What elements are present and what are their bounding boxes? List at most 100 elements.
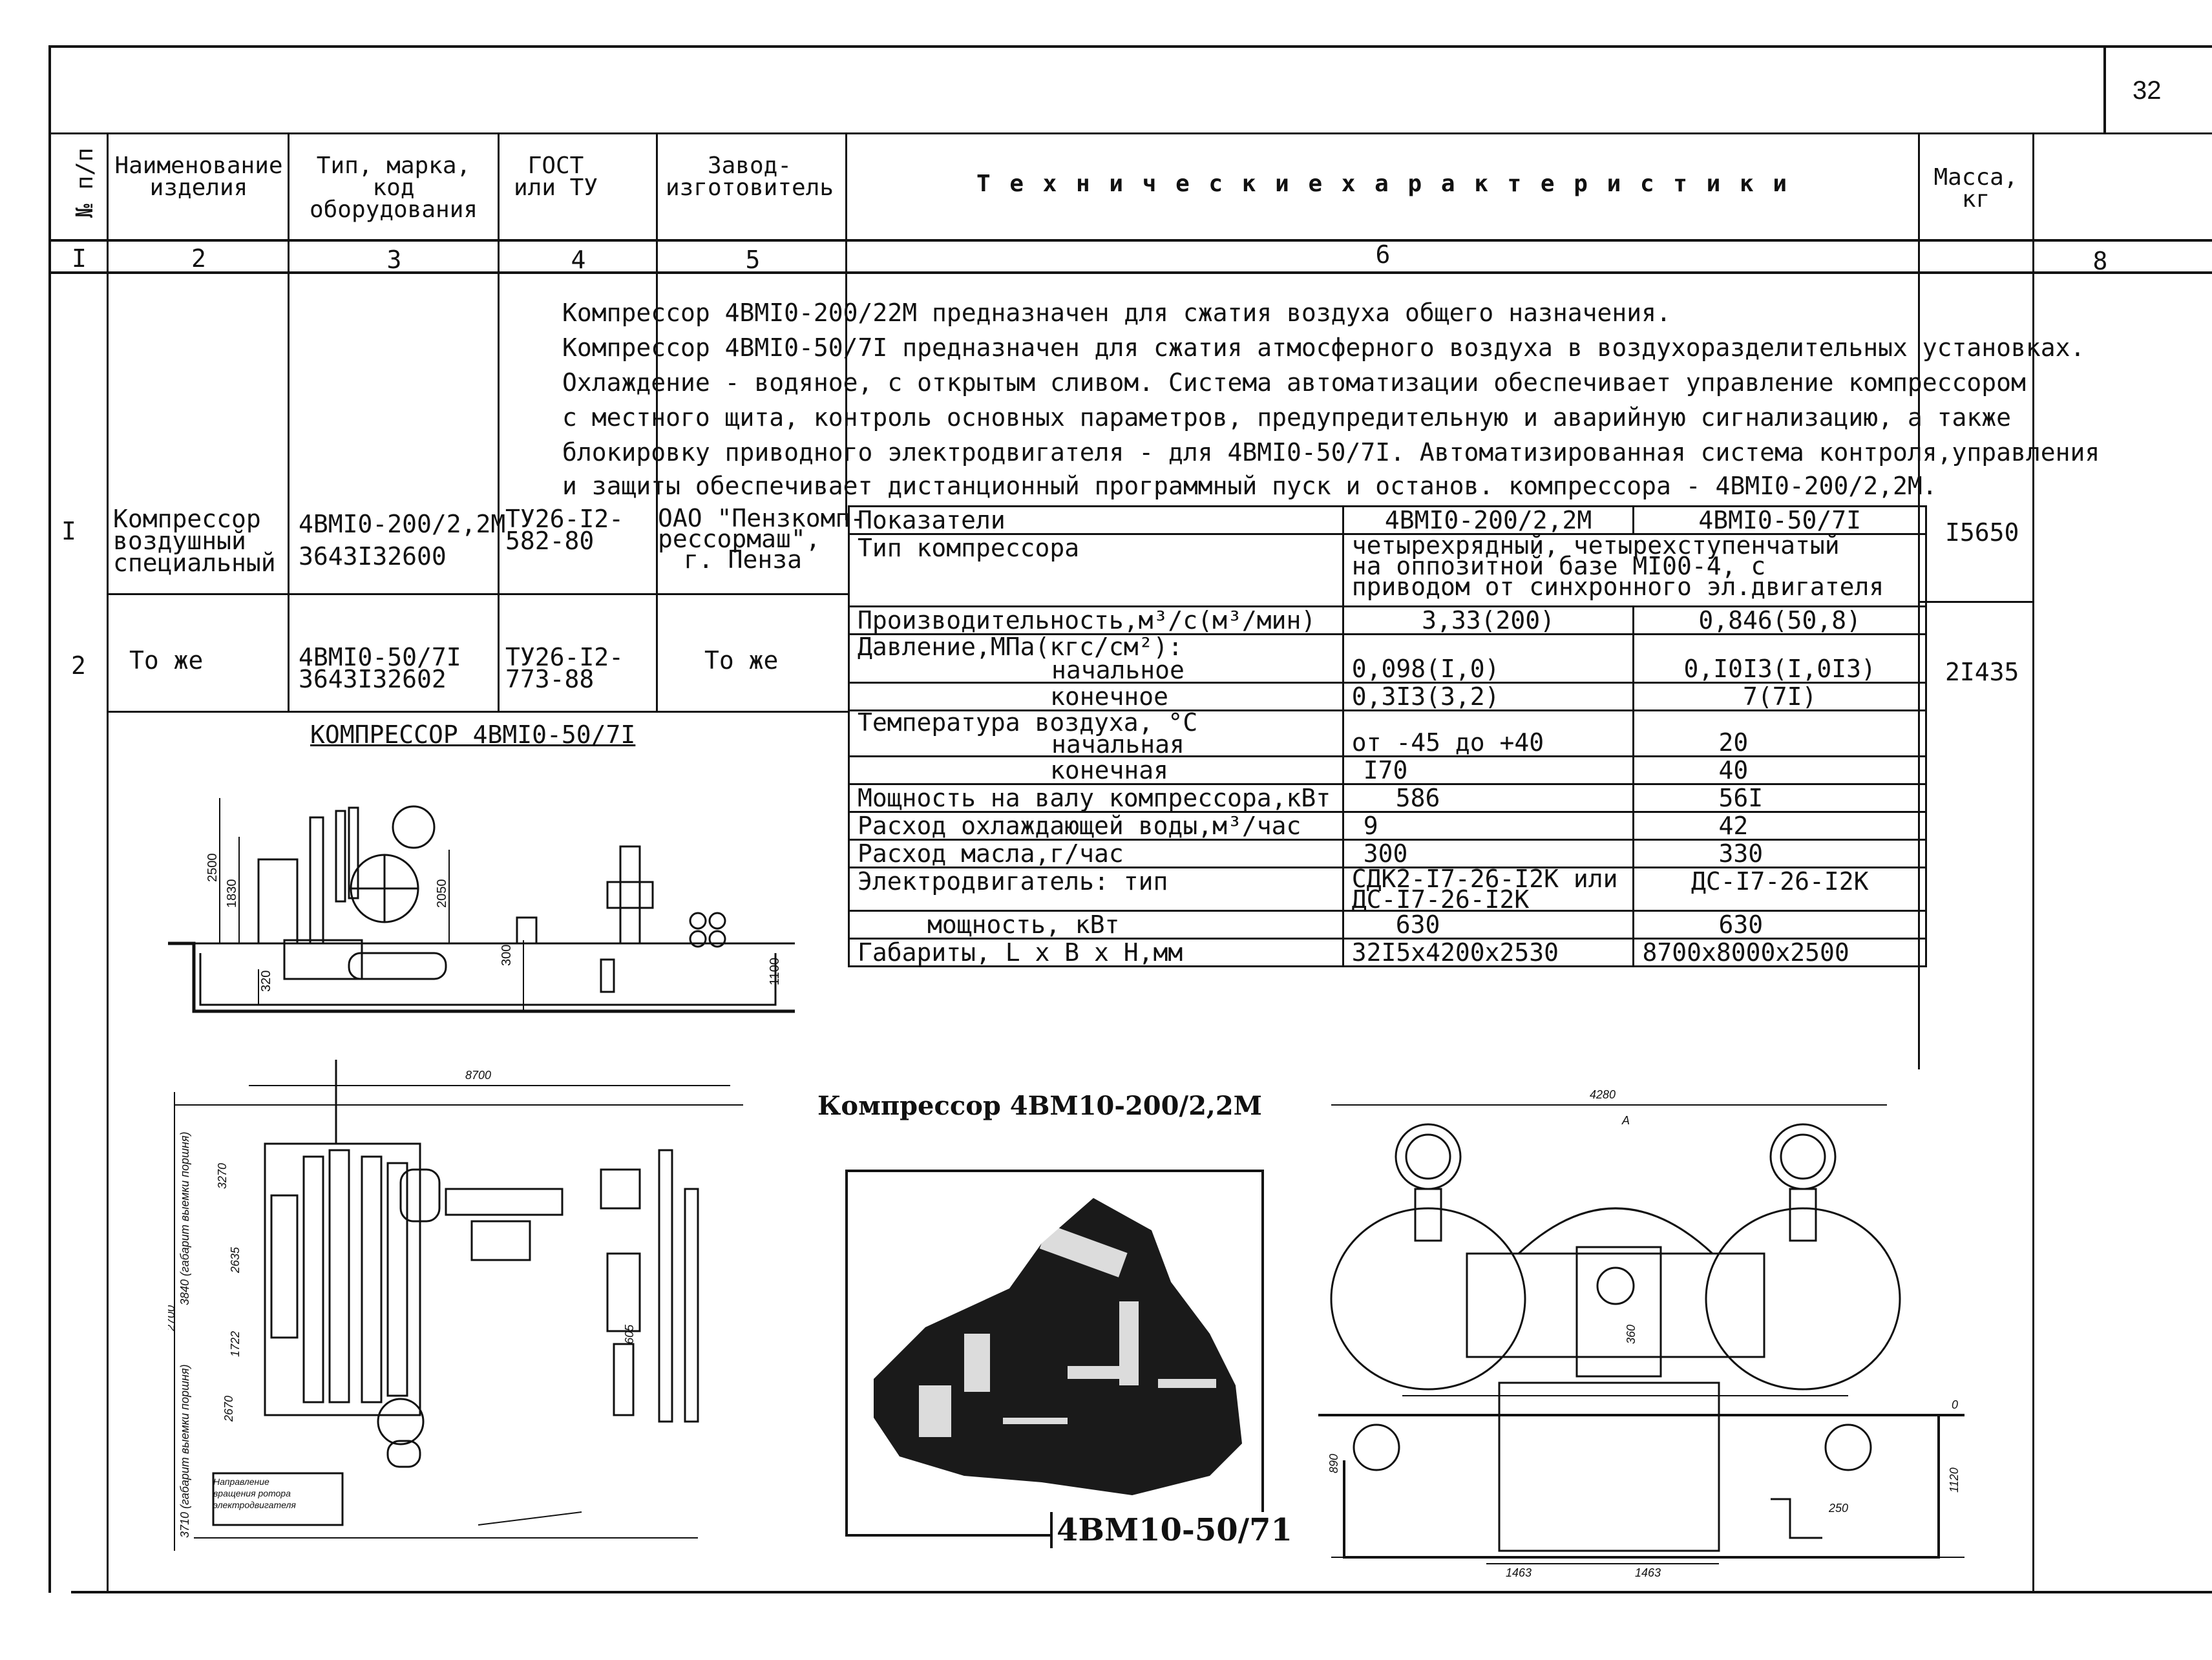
spec-header-cell: Показатели	[848, 505, 1344, 535]
dim-label: 3270	[216, 1163, 229, 1189]
spec-type-line: приводом от синхронного эл.двигателя	[1351, 573, 1884, 601]
spec-label: Давление,МПа(кгс/см²): начальное	[848, 633, 1344, 684]
dim-label: 4280	[1590, 1088, 1616, 1101]
spec-row: Давление,МПа(кгс/см²): начальное 0,098(I…	[848, 633, 1927, 684]
spec-row: Мощность на валу компрессора,кВт 586 56I	[848, 783, 1927, 813]
dim-label: 320	[259, 971, 273, 992]
spec-header-cell: 4ВМI0-50/7I	[1632, 505, 1927, 535]
spec-sublabel: начальная	[1051, 730, 1185, 759]
col-div-2	[288, 132, 290, 711]
spec-motor-line: СДК2-I7-26-I2К или	[1351, 865, 1618, 893]
spec-label: Габариты, L x В x Н,мм	[848, 938, 1344, 967]
row2-name: То же	[129, 646, 204, 675]
description-line: и защиты обеспечивает дистанционный прог…	[562, 472, 1937, 500]
spec-label: Расход масла,г/час	[848, 839, 1344, 868]
spec-label: Тип компрессора	[848, 533, 1344, 607]
spec-row: конечное 0,3I3(3,2) 7(7I)	[848, 682, 1927, 711]
row1-maker-line: г. Пенза	[684, 545, 803, 574]
row1-maker: ОАО "Пензкомп- рессормаш", г. Пенза	[658, 504, 865, 574]
header-mass: Масса, кг	[1933, 164, 2018, 213]
dim-label: 605	[623, 1324, 636, 1344]
row2-maker: То же	[704, 646, 779, 675]
description-line: с местного щита, контроль основных парам…	[562, 403, 2012, 432]
dim-label: 3710 (габарит выемки поршня)	[178, 1364, 191, 1538]
header-tech: Т е х н и ч е с к и е х а р а к т е р и …	[976, 171, 1790, 197]
header-gost: ГОСТ или ТУ	[513, 152, 598, 201]
row2-mass: 2I435	[1945, 658, 2019, 686]
colnum-3: 3	[386, 246, 402, 274]
colnum-2: 2	[191, 244, 206, 273]
dim-label: 3840 (габарит выемки поршня)	[178, 1131, 191, 1305]
spec-row: Электродвигатель: тип СДК2-I7-26-I2К или…	[848, 865, 1927, 914]
spec-value: 32I5x4200x2530	[1342, 938, 1635, 967]
dim-label: 2635	[229, 1246, 242, 1274]
dim-label: 2500	[205, 854, 220, 883]
header-type: Тип, марка, код оборудования	[309, 152, 478, 223]
spec-value: 42	[1632, 811, 1927, 841]
page-number: 32	[2133, 76, 2162, 105]
spec-sublabel: конечное	[848, 682, 1344, 711]
spec-row: Температура воздуха, °С начальная от -45…	[848, 709, 1927, 759]
compressor-50-title: КОМПРЕССОР 4ВМI0-50/7I	[310, 720, 636, 749]
col-div-1	[107, 132, 109, 1593]
spec-header-cell: 4ВМI0-200/2,2М	[1342, 505, 1635, 535]
description-line: Компрессор 4ВМI0-200/22М предназначен дл…	[562, 299, 1671, 327]
spec-value: 3,33(200)	[1342, 605, 1635, 635]
spec-value: от -45 до +40	[1342, 709, 1635, 757]
front-view-drawing: 4280 A 0 890 1120 250 1463 1463 360	[1318, 1088, 1964, 1577]
row1-type: 4ВМI0-200/2,2М 3643I32600	[299, 508, 505, 573]
spec-value: I70	[1342, 755, 1635, 785]
plan-note: электродвигателя	[213, 1500, 296, 1510]
row-div-2	[107, 711, 850, 713]
spec-motor-line: ДС-I7-26-I2К	[1351, 885, 1530, 914]
plan-note: Направление	[213, 1476, 269, 1487]
dim-label: 360	[1625, 1325, 1638, 1344]
spec-row: Расход охлаждающей воды,м³/час 9 42	[848, 811, 1927, 841]
spec-row: конечная I70 40	[848, 755, 1927, 785]
spec-value: 630	[1632, 910, 1927, 940]
spec-value: 300	[1342, 839, 1635, 868]
row1-type-line: 4ВМI0-200/2,2М	[299, 510, 506, 538]
header-num: № п/п	[72, 147, 98, 218]
row1-gost: ТУ26-I2- 582-80	[505, 505, 624, 553]
photo-caption: 4ВМ10-50/71	[1050, 1512, 1296, 1548]
row1-name-line: специальный	[113, 549, 276, 577]
plan-note: вращения ротора	[213, 1488, 291, 1498]
row1-type-line: 3643I32600	[299, 542, 447, 571]
spec-value: 7(7I)	[1632, 682, 1927, 711]
dim-label: 1100	[768, 958, 782, 985]
frame-left	[48, 45, 51, 1593]
side-view-drawing: 2500 1830 2050 320 300 1100	[168, 798, 795, 1013]
spec-value: 8700x8000x2500	[1632, 938, 1927, 967]
photo-illustration	[874, 1198, 1242, 1495]
spec-type-line: четырехрядный, четырехступенчатый	[1351, 531, 1840, 560]
col-div-4	[656, 132, 658, 711]
row2-type-line: 4ВМI0-50/7I	[299, 643, 461, 671]
spec-value: 20	[1632, 709, 1927, 757]
spec-value: 0,I0I3(I,0I3)	[1632, 633, 1927, 684]
row2-gost-line: 773-88	[505, 665, 595, 693]
spec-type-line: на оппозитной базе МI00-4, с	[1351, 552, 1766, 580]
spec-row: Производительность,м³/с(м³/мин) 3,33(200…	[848, 605, 1927, 635]
col-div-5	[845, 132, 847, 520]
colnum-6: 6	[1375, 240, 1391, 269]
spec-value: ДС-I7-26-I2К	[1632, 867, 1927, 912]
spec-label: Электродвигатель: тип	[848, 867, 1344, 912]
spec-table: Показатели 4ВМI0-200/2,2М 4ВМI0-50/7I Ти…	[848, 505, 1928, 967]
spec-sublabel: начальное	[1051, 656, 1185, 684]
spec-label: Производительность,м³/с(м³/мин)	[848, 605, 1344, 635]
row1-maker-line: ОАО "Пензкомп-	[658, 504, 865, 532]
spec-label: Мощность на валу компрессора,кВт	[848, 783, 1344, 813]
dim-label: 300	[500, 945, 514, 966]
spec-row: Тип компрессора четырехрядный, четырехст…	[848, 531, 1928, 607]
spec-value: 630	[1342, 910, 1635, 940]
header-maker: Завод- изготовитель	[665, 152, 834, 201]
spec-value: 56I	[1632, 783, 1927, 813]
row1-gost-line: ТУ26-I2-	[505, 505, 624, 533]
row-div-1	[107, 593, 850, 595]
dim-label: 2670	[222, 1396, 235, 1422]
row2-num: 2	[71, 651, 86, 680]
dim-label: 250	[1828, 1502, 1848, 1515]
dim-label: 890	[1327, 1454, 1340, 1473]
compressor-200-title: Компрессор 4ВМ10-200/2,2М	[817, 1091, 1262, 1121]
